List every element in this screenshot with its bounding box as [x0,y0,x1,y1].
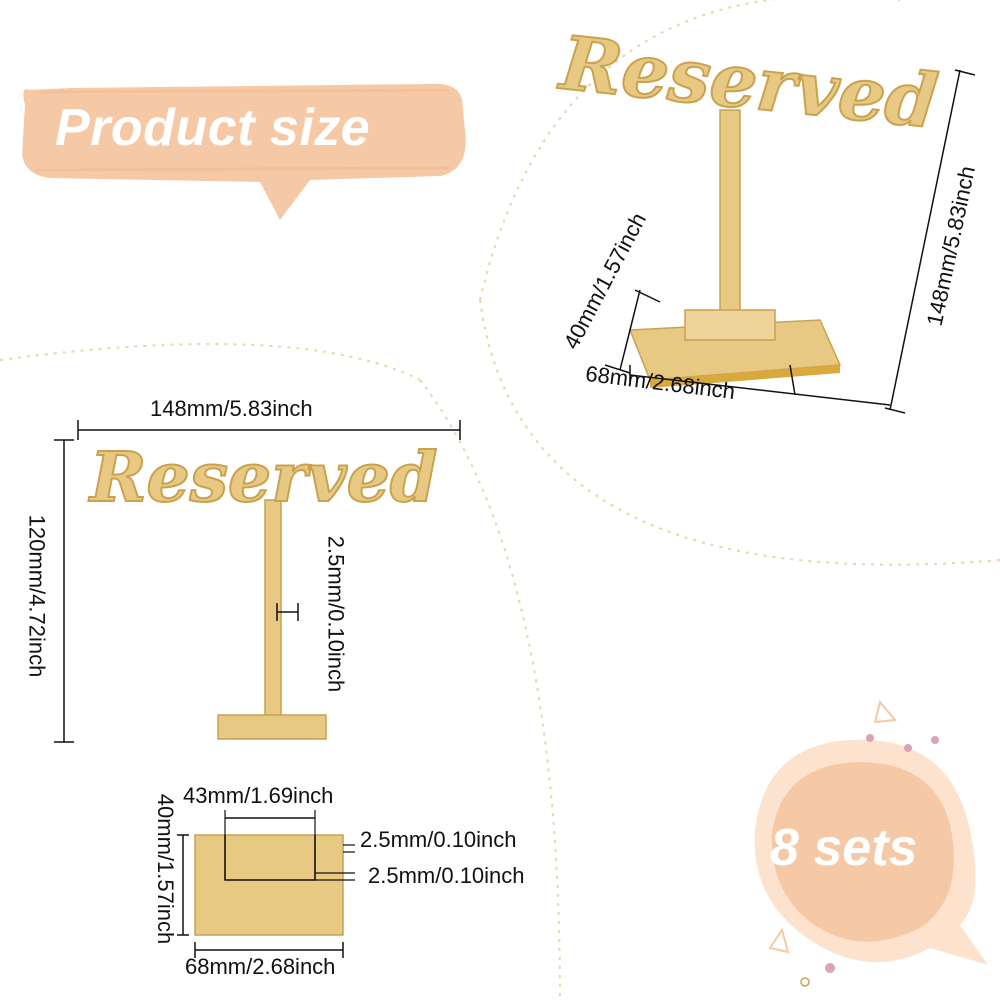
front-view-illustration [54,420,461,743]
headline-banner [22,83,466,220]
base-view-slot-length-label: 43mm/1.69inch [183,783,334,808]
front-view-sign-word: Reserved [89,437,438,519]
front-view-width-label: 148mm/5.83inch [150,396,313,421]
base-view-depth-label: 40mm/1.57inch [153,793,179,945]
base-view-slot-width-label: 2.5mm/0.10inch [360,827,517,852]
base-view-illustration [177,810,355,958]
front-view-thickness-label: 2.5mm/0.10inch [323,535,349,693]
base-view-width-label: 68mm/2.68inch [185,954,336,979]
headline-title: Product size [55,99,371,157]
quantity-badge [754,699,988,987]
top-view-illustration [604,69,976,414]
quantity-badge-label: 8 sets [770,819,918,877]
front-view-height-label: 120mm/4.72inch [24,514,50,678]
base-view-slot-depth-label: 2.5mm/0.10inch [368,863,525,888]
